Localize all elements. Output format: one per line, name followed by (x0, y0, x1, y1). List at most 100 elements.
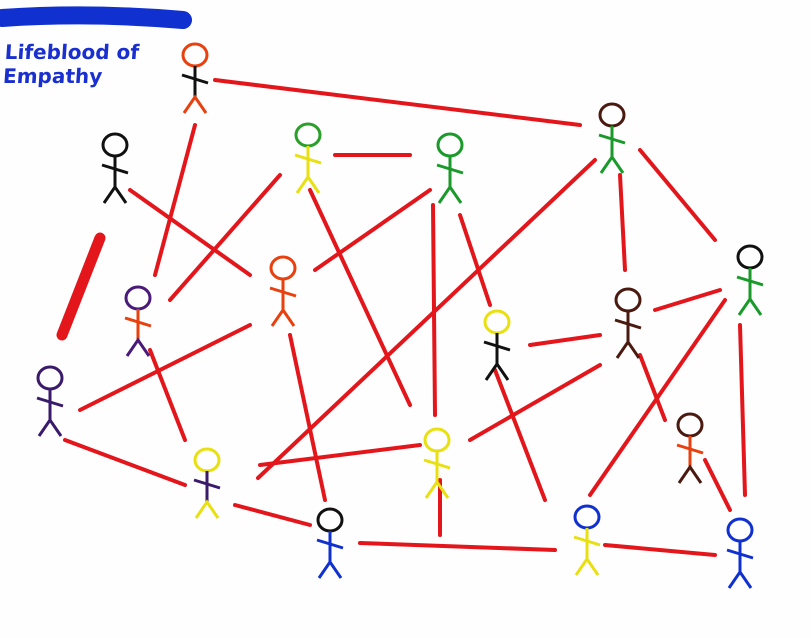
figure-head (726, 517, 754, 543)
title-line-1: Lifeblood of (4, 40, 140, 64)
figure-legs (484, 361, 510, 381)
figure-head (294, 122, 322, 148)
connection-line (493, 368, 547, 502)
connection-line (588, 298, 727, 497)
connection-line (233, 503, 312, 527)
connection-line (308, 188, 412, 407)
connection-line (128, 188, 252, 277)
figure-legs (102, 184, 128, 204)
connection-line (468, 363, 602, 442)
figure-legs (727, 569, 753, 589)
connection-line (153, 123, 197, 277)
figure-legs (295, 174, 321, 194)
figure-legs (437, 184, 463, 204)
stick-figure (573, 504, 601, 576)
figure-arms (676, 443, 704, 455)
figure-arms (483, 340, 511, 352)
connection-line (148, 348, 187, 442)
stick-figure (436, 132, 464, 204)
title-bar-scribble (0, 6, 192, 29)
connection-line (738, 323, 747, 497)
stick-figure (726, 517, 754, 589)
diagram-title: Lifeblood of Empathy (2, 40, 140, 88)
figure-arms (124, 316, 152, 328)
figure-legs (574, 556, 600, 576)
stick-figure (614, 287, 642, 359)
title-line-2: Empathy (2, 64, 104, 88)
connection-line (638, 148, 717, 242)
figure-head (483, 309, 511, 335)
figure-head (676, 412, 704, 438)
figure-legs (677, 464, 703, 484)
figure-head (36, 365, 64, 391)
stick-figure (124, 285, 152, 357)
figure-arms (598, 133, 626, 145)
figure-arms (614, 318, 642, 330)
connection-line (703, 458, 732, 512)
stick-figure (423, 427, 451, 499)
connection-line (213, 78, 582, 127)
figure-arms (269, 286, 297, 298)
figure-arms (36, 396, 64, 408)
stick-figure (316, 507, 344, 579)
stick-figure (181, 42, 209, 114)
connection-line (288, 333, 327, 502)
stick-figure (101, 132, 129, 204)
figure-arms (436, 163, 464, 175)
stick-figure (193, 447, 221, 519)
connection-line (63, 438, 187, 487)
figure-head (316, 507, 344, 533)
figure-arms (726, 548, 754, 560)
connection-line (168, 173, 282, 302)
stick-figure (598, 102, 626, 174)
connection-line (603, 543, 717, 557)
figure-arms (316, 538, 344, 550)
figure-head (423, 427, 451, 453)
figure-head (436, 132, 464, 158)
stick-figure (676, 412, 704, 484)
figure-legs (317, 559, 343, 579)
figure-legs (599, 154, 625, 174)
figure-head (124, 285, 152, 311)
connection-line (458, 213, 492, 307)
connection-line (528, 333, 602, 347)
figure-head (573, 504, 601, 530)
figure-legs (615, 339, 641, 359)
connection-line (78, 323, 252, 412)
figure-legs (270, 307, 296, 327)
stick-figure (483, 309, 511, 381)
stick-figure (736, 244, 764, 316)
figure-head (101, 132, 129, 158)
connection-line (313, 188, 432, 272)
figure-legs (194, 499, 220, 519)
connection-line (358, 541, 557, 552)
stick-figure (36, 365, 64, 437)
stick-figure (269, 255, 297, 327)
figure-arms (736, 275, 764, 287)
figure-arms (294, 153, 322, 165)
figure-head (269, 255, 297, 281)
connection-line (258, 443, 422, 467)
figure-head (614, 287, 642, 313)
figure-legs (125, 337, 151, 357)
figure-arms (573, 535, 601, 547)
figure-head (193, 447, 221, 473)
figure-arms (101, 163, 129, 175)
stick-figure (294, 122, 322, 194)
figure-legs (737, 296, 763, 316)
figure-legs (37, 417, 63, 437)
figure-legs (182, 94, 208, 114)
figure-arms (423, 458, 451, 470)
connection-line (256, 158, 597, 480)
figure-legs (424, 479, 450, 499)
figure-arms (193, 478, 221, 490)
connection-line (618, 173, 627, 272)
connection-line (56, 232, 106, 341)
connection-line (653, 288, 722, 312)
figure-head (181, 42, 209, 68)
figure-head (736, 244, 764, 270)
connection-line (638, 353, 667, 422)
figure-arms (181, 73, 209, 85)
